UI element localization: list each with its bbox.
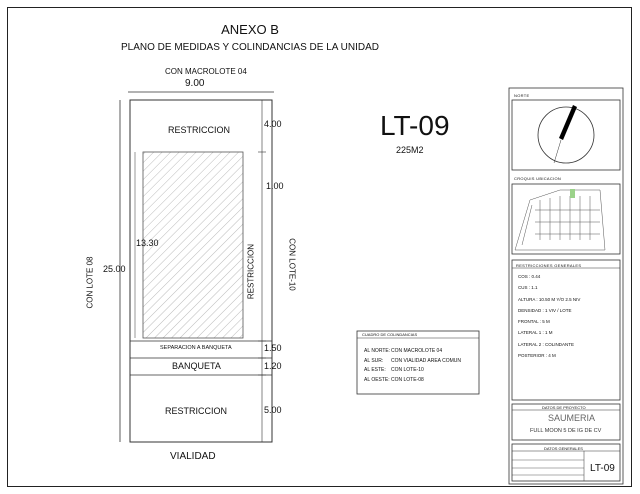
boundary-table: AL NORTE:CON MACROLOTE 04 AL SUR:CON VIA… (364, 347, 461, 385)
top-neighbor-label: CON MACROLOTE 04 (165, 67, 247, 76)
boundary-row: AL OESTE:CON LOTE-08 (364, 376, 424, 383)
lot-id: LT-09 (380, 110, 450, 141)
restrictions-title: RESTRICCIONES GENERALES (516, 263, 582, 268)
zone-top-label: RESTRICCION (168, 125, 231, 135)
zone-bottom-dim: 5.00 (264, 405, 282, 415)
list-item: FRONTAL : 5 M (518, 319, 550, 325)
inner-depth-dim: 13.30 (136, 238, 159, 248)
restrictions-panel (511, 259, 621, 401)
zone-bottom-label: RESTRICCION (165, 406, 228, 416)
boundary-table-title: CUADRO DE COLINDANCIAS (362, 332, 418, 337)
list-item: CUS : 1.1 (518, 285, 538, 291)
street-label: VIALIDAD (170, 451, 216, 462)
boundary-row: AL ESTE:CON LOTE-10 (364, 367, 424, 373)
list-item: COS : 0.44 (518, 274, 541, 279)
boundary-table-frame (356, 330, 480, 395)
banqueta-label: BANQUETA (172, 361, 221, 371)
total-depth-dim: 25.00 (103, 264, 126, 274)
compass-circle (537, 106, 595, 164)
list-item: POSTERIOR : 4 M (518, 353, 556, 359)
general-title: DATOS GENERALES (544, 446, 583, 451)
general-panel (511, 443, 621, 482)
compass-needle-icon (559, 105, 577, 140)
page-subtitle: PLANO DE MEDIDAS Y COLINDANCIAS DE LA UN… (120, 42, 380, 53)
list-item: LATERAL 1 : 1 M (518, 330, 553, 336)
list-item: LATERAL 2 : COLINDANTE (518, 341, 575, 347)
side-gap-dim: 1.00 (266, 181, 284, 191)
location-label: CROQUIS UBICACION (514, 176, 562, 181)
side-restriction-label: RESTRICCION (246, 243, 256, 300)
zone-top-dim: 4.00 (264, 119, 282, 129)
north-label: NORTE (514, 93, 530, 98)
lot-area: 225M2 (396, 145, 424, 155)
project-panel (511, 403, 621, 441)
project-title: DATOS DE PROYECTO (542, 405, 586, 410)
buildable-area (142, 151, 244, 339)
north-panel (511, 99, 621, 171)
location-highlight (570, 189, 575, 198)
separation-dim: 1.50 (264, 343, 282, 353)
separation-label: SEPARACION A BANQUETA (160, 345, 232, 351)
project-name: SAUMERIA (548, 413, 596, 423)
lot-outline (129, 99, 273, 443)
general-lot-id: LT-09 (590, 463, 615, 474)
drawing-frame (7, 7, 632, 487)
project-address: FULL MOON 5 DE IG DE CV (530, 428, 602, 434)
list-item: DENSIDAD : 1 VIV / LOTE (518, 307, 572, 313)
right-neighbor-label: CON LOTE-10 (287, 238, 297, 291)
boundary-row: AL NORTE:CON MACROLOTE 04 (364, 348, 443, 354)
page-title: ANEXO B (221, 22, 279, 37)
left-neighbor-label: CON LOTE 08 (85, 256, 95, 309)
restrictions-list: COS : 0.44 CUS : 1.1 ALTURA : 10.50 M Y/… (518, 271, 580, 361)
banqueta-dim: 1.20 (264, 361, 282, 371)
top-width-dim: 9.00 (185, 78, 205, 89)
list-item: ALTURA : 10.50 M Y/O 2.5 NIV (518, 296, 581, 302)
location-panel (511, 183, 621, 255)
boundary-row: AL SUR:CON VIALIDAD AREA COMUN (364, 357, 462, 364)
sidebar-frame (508, 87, 624, 485)
